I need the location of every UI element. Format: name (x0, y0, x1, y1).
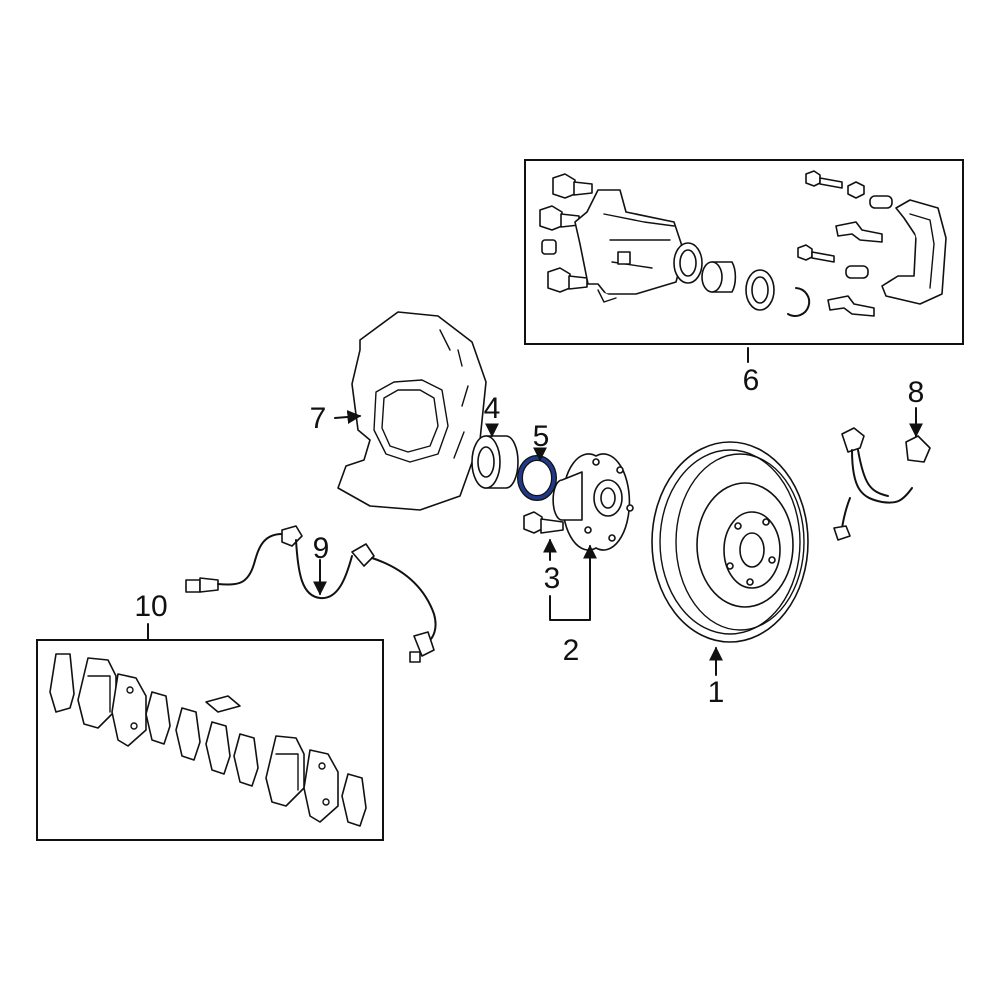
brake-hose[interactable] (833, 427, 931, 541)
pad-kit-frame (36, 639, 384, 841)
pad-shim-1 (49, 653, 75, 713)
caliper-piston (701, 261, 737, 293)
callout-7: 7 (310, 402, 327, 435)
caliper-bolt-mid (539, 205, 580, 231)
callout-4: 4 (484, 392, 501, 425)
wheel-hub[interactable] (552, 453, 634, 551)
pad-shim-5 (233, 733, 259, 787)
callout-8: 8 (908, 376, 925, 409)
guide-pin-low (797, 244, 869, 279)
callout-5: 5 (533, 420, 550, 453)
brake-pad-1 (77, 657, 117, 729)
brake-rotor[interactable] (651, 441, 809, 643)
wear-indicator (205, 695, 241, 713)
pad-shim-3 (175, 707, 201, 761)
pad-shim-6 (341, 773, 367, 827)
leader-lines (147, 347, 923, 676)
callout-1: 1 (708, 676, 725, 709)
callout-9: 9 (313, 532, 330, 565)
snap-ring (787, 287, 811, 317)
piston-seal (673, 242, 703, 284)
pad-shim-4 (205, 721, 231, 775)
brake-pad-kit-group[interactable] (36, 639, 384, 841)
guide-pin-top (805, 170, 893, 209)
caliper-pin-cap (541, 239, 557, 255)
caliper-kit-frame (524, 159, 964, 345)
callout-10: 10 (134, 590, 167, 623)
caliper-bolt-top (552, 173, 593, 199)
brake-pad-2 (111, 673, 147, 747)
callout-2: 2 (563, 634, 580, 667)
caliper-body (574, 189, 685, 303)
hub-bolt[interactable] (523, 511, 564, 534)
callout-6: 6 (743, 364, 760, 397)
caliper-bracket (881, 199, 947, 305)
brake-pad-3 (265, 735, 305, 807)
bearing-snap-ring[interactable] (517, 455, 557, 501)
caliper-bolt-low (547, 267, 588, 293)
wheel-speed-sensor[interactable] (185, 525, 437, 663)
dust-boot (745, 269, 775, 311)
callout-3: 3 (544, 562, 561, 595)
wheel-bearing[interactable] (471, 435, 519, 489)
pad-clip-low (827, 295, 875, 317)
pad-clip-top (835, 221, 883, 243)
splash-shield[interactable] (337, 311, 487, 511)
brake-pad-4 (303, 749, 339, 823)
caliper-kit-group[interactable] (524, 159, 964, 345)
pad-shim-2 (145, 691, 171, 745)
